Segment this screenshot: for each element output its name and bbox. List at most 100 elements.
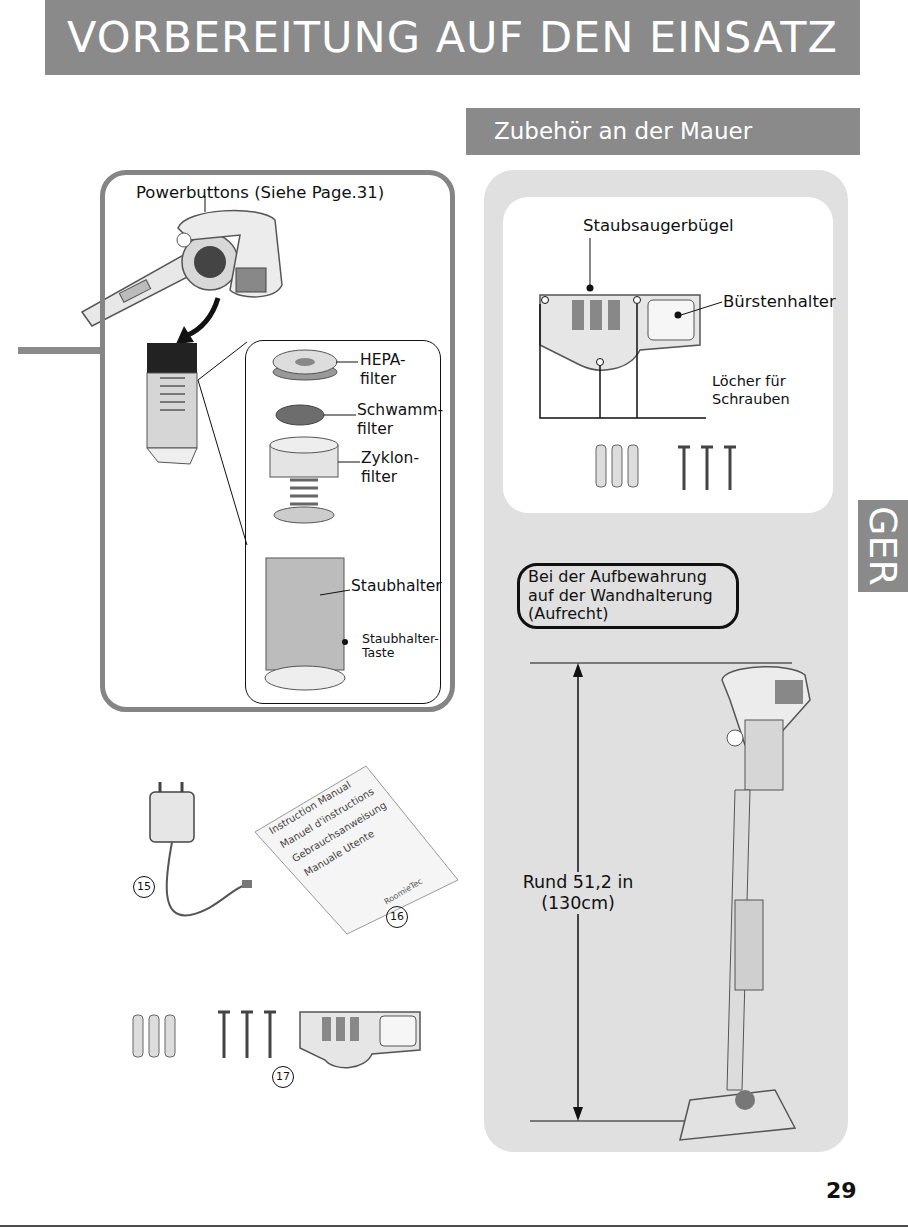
brush-holder [380, 1016, 416, 1046]
leader-dot [342, 639, 348, 645]
leader-line [590, 238, 591, 285]
accessory-holder [735, 900, 763, 990]
nozzle-button [119, 280, 150, 303]
dimension-label: Rund 51,2 in (130cm) [515, 872, 641, 914]
container-lid [147, 448, 197, 464]
dust-container [147, 342, 247, 545]
bracket-slot [572, 300, 584, 330]
wall-anchor [612, 445, 622, 487]
power-button [177, 233, 191, 247]
wall-anchor [628, 445, 638, 487]
container-spring [160, 378, 185, 410]
screw-hole [597, 359, 604, 366]
node-text: Bei der Aufbewahrung auf der Wandhalteru… [520, 566, 736, 626]
node-text: GER [858, 500, 908, 592]
insert-arrow [186, 298, 218, 336]
charger-plug [150, 792, 194, 842]
hepa-filter [273, 350, 337, 374]
dust-holder-lid [265, 666, 345, 690]
filter-parts [265, 350, 360, 690]
screw-hole [542, 297, 549, 304]
brand-text: RoomieTec [383, 877, 424, 907]
screw [218, 1012, 276, 1058]
callout-line [198, 342, 247, 380]
page-number: 29 [826, 1178, 857, 1203]
dimension-arrow [573, 1107, 583, 1121]
leader-line [681, 302, 722, 315]
title-band [45, 0, 860, 75]
motor-opening [194, 246, 226, 278]
vacuum-vent [775, 680, 803, 704]
container-top [147, 343, 197, 373]
bracket-slot [350, 1017, 359, 1041]
page-title: VORBEREITUNG AUF DEN EINSATZ [45, 0, 860, 75]
vacuum-container [745, 720, 783, 790]
node-text: HEPA- filter [360, 351, 432, 388]
dust-holder [266, 558, 344, 670]
section-band: Zubehör an der Mauer [466, 108, 860, 155]
bracket-slot [322, 1017, 331, 1041]
callout-number: 17 [272, 1066, 294, 1088]
arrow-head [176, 326, 194, 344]
node-text: Schwamm- filter [357, 401, 441, 438]
callout-box: HEPA- filterSchwamm- filterZyklon- filte… [245, 340, 441, 704]
handle [178, 211, 282, 297]
bracket-leader [540, 304, 706, 418]
charger [150, 782, 252, 915]
wall-bracket [540, 238, 722, 418]
leader-line [320, 590, 350, 595]
dimension-arrow [573, 663, 583, 677]
components-box: Powerbuttons (Siehe Page.31) HEPA- filter… [100, 170, 455, 712]
wall-anchor [596, 445, 606, 487]
leader-line [338, 462, 360, 463]
floor-head [680, 1090, 795, 1140]
vent-grille [236, 268, 266, 292]
node-text: Staubhalter- Taste [362, 632, 442, 660]
head-joint [735, 1090, 755, 1110]
charger-connector [242, 880, 252, 888]
vacuum-button [727, 730, 743, 746]
callout-line [198, 380, 247, 545]
part-label: Löcher für Schrauben [712, 372, 824, 408]
bracket-slot [336, 1017, 345, 1041]
node-text: Zyklon- filter [361, 449, 433, 486]
container-body [147, 373, 197, 448]
wall-anchor [149, 1015, 159, 1057]
page-rule [0, 1225, 908, 1227]
leader-dot [587, 285, 594, 292]
leader-dot [675, 312, 682, 319]
gray-panel [484, 170, 848, 1152]
screw [678, 447, 736, 490]
plug-pins [160, 782, 182, 792]
hepa-center [295, 358, 315, 366]
node-text: Zubehör an der Mauer [466, 108, 860, 155]
bracket-slot [590, 300, 602, 330]
charger-cable [167, 842, 245, 915]
part-label: Bürstenhalter [723, 292, 836, 311]
sponge-filter [276, 405, 324, 425]
cyclone-cone [290, 480, 318, 504]
instruction-manual [255, 766, 458, 934]
screw-hole [634, 297, 641, 304]
bracket-slot [608, 300, 620, 330]
cyclone-rim [270, 437, 338, 453]
wall-anchor [165, 1015, 175, 1057]
language-tab: GER [858, 500, 908, 592]
callout-number: 15 [133, 876, 155, 898]
node-text: Powerbuttons (Siehe Page.31) [136, 183, 436, 202]
anchors-screws [596, 445, 736, 490]
handheld-vacuum [82, 196, 282, 344]
cyclone-base [274, 507, 334, 523]
node-text: Staubhalter [351, 577, 443, 595]
mounting-kit [133, 1012, 420, 1068]
side-bar [18, 347, 102, 354]
leader-line [336, 362, 358, 363]
bracket-body [540, 295, 700, 370]
upright-vacuum [680, 667, 810, 1140]
leader-line [324, 415, 356, 416]
wall-anchor [133, 1015, 143, 1057]
callout-number: 16 [386, 906, 408, 928]
note-box: Bei der Aufbewahrung auf der Wandhalteru… [517, 563, 739, 629]
bracket-body [300, 1012, 420, 1068]
